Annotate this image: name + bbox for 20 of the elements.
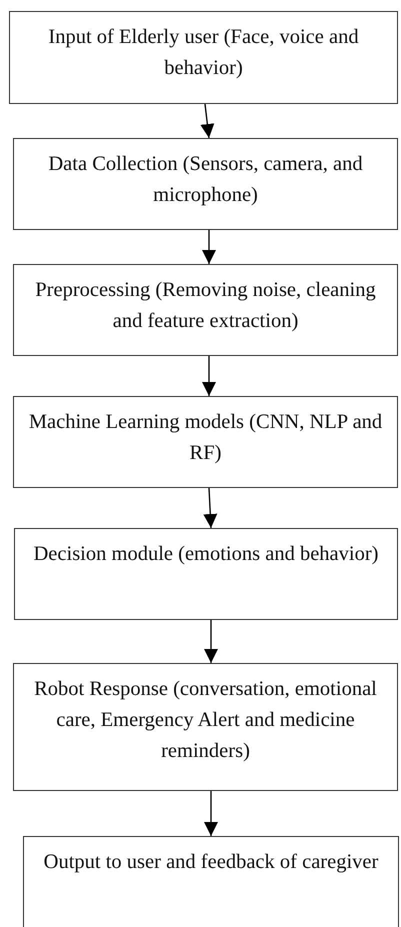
step-text: Decision module (emotions and behavior) bbox=[34, 542, 378, 567]
process-box bbox=[14, 528, 398, 620]
arrow bbox=[202, 356, 216, 396]
process-box bbox=[9, 11, 398, 104]
step-text: Machine Learning models (CNN, NLP and RF) bbox=[28, 410, 384, 466]
step-text: Output to user and feedback of caregiver bbox=[44, 850, 378, 875]
arrow bbox=[202, 230, 216, 264]
process-box bbox=[13, 663, 398, 791]
arrow bbox=[203, 488, 218, 528]
step-text: Robot Response (conversation, emotional care, Emergency Alert and medicine reminders) bbox=[33, 677, 378, 764]
step-text: Data Collection (Sensors, camera, and microphone) bbox=[47, 152, 364, 208]
process-box bbox=[13, 138, 398, 230]
process-box bbox=[13, 264, 398, 356]
process-box bbox=[13, 396, 398, 488]
process-box bbox=[23, 836, 399, 927]
step-text: Preprocessing (Removing noise, cleaning and feature extraction) bbox=[34, 278, 377, 334]
arrow bbox=[204, 620, 218, 663]
arrow bbox=[204, 791, 218, 836]
step-text: Input of Elderly user (Face, voice and behavior) bbox=[47, 25, 360, 81]
arrow bbox=[200, 104, 214, 138]
